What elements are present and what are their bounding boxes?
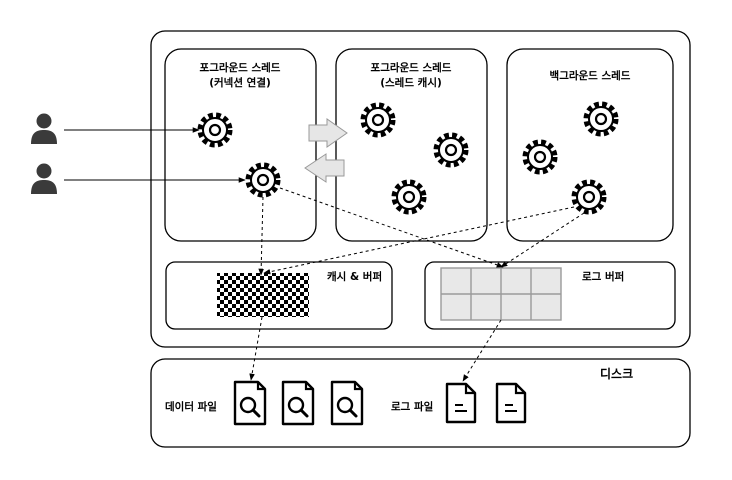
foreground-connection-label-line2: (커넥션 연결) bbox=[209, 76, 271, 89]
flow-cache-to-data-files bbox=[249, 316, 263, 381]
flow-background-to-log-buffer bbox=[500, 212, 585, 268]
log-file-icon bbox=[495, 382, 527, 424]
foreground-connection-label-line1: 포그라운드 스레드 bbox=[200, 61, 281, 74]
foreground-cache-label-line1: 포그라운드 스레드 bbox=[371, 61, 452, 74]
foreground-cache-thread-box bbox=[335, 48, 488, 242]
log-file-icon bbox=[445, 382, 477, 424]
foreground-cache-label-line2: (스레드 캐시) bbox=[380, 76, 442, 89]
cache-buffer-pages bbox=[217, 273, 309, 317]
data-file-icon bbox=[330, 380, 364, 426]
gear-icon bbox=[364, 106, 393, 135]
background-thread-box bbox=[506, 48, 674, 242]
user-icon bbox=[31, 113, 57, 144]
gear-icon bbox=[395, 183, 424, 212]
background-label: 백그라운드 스레드 bbox=[550, 69, 631, 82]
data-file-icon bbox=[233, 380, 267, 426]
gear-icon bbox=[201, 116, 230, 145]
log-buffer-grid bbox=[440, 267, 562, 321]
disk-title: 디스크 bbox=[600, 366, 633, 381]
thread-return-arrow bbox=[308, 118, 348, 148]
user-icon bbox=[31, 163, 57, 194]
log-buffer-label: 로그 버퍼 bbox=[582, 270, 624, 283]
gear-icon bbox=[437, 136, 466, 165]
thread-reuse-arrow bbox=[304, 153, 345, 183]
log-files-label: 로그 파일 bbox=[391, 400, 433, 413]
cache-buffer-label: 캐시 & 버퍼 bbox=[327, 270, 382, 283]
gear-icon bbox=[249, 166, 278, 195]
flow-background-to-cache bbox=[263, 206, 575, 275]
gear-icon bbox=[587, 105, 616, 134]
data-file-icon bbox=[281, 380, 315, 426]
gear-icon bbox=[526, 143, 555, 172]
gear-icon bbox=[575, 183, 604, 212]
data-files-label: 데이터 파일 bbox=[165, 400, 217, 413]
foreground-connection-thread-box bbox=[164, 48, 317, 242]
flow-thread-to-cache bbox=[258, 196, 264, 276]
